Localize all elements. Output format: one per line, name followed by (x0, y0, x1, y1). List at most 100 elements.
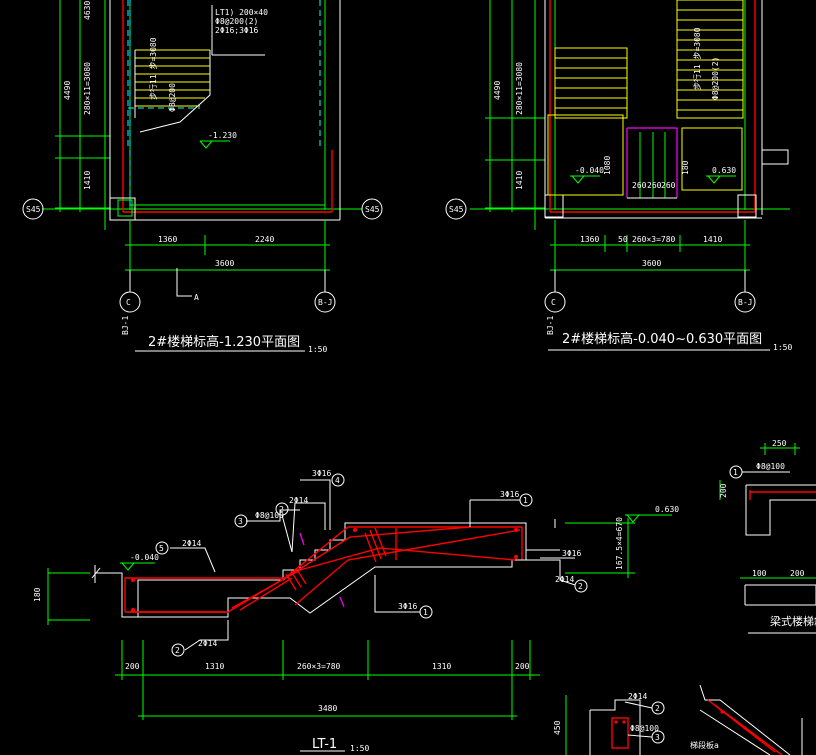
plan2-dim-a: 1360 (580, 235, 599, 244)
detail-dim-bottom2: 200 (790, 569, 805, 578)
plan2-step1: 260 (632, 181, 647, 190)
plan2: 4490 280×11=3080 1410 S45 (445, 0, 792, 352)
plan1-axis-c-bubble (119, 291, 141, 313)
plan2-dim-v3: 1410 (515, 171, 524, 190)
plan2-stair-right: 步行11 步=3080 Φ8@200(2) (676, 0, 744, 119)
plan2-dim-v1: 4490 (493, 81, 502, 100)
plan1-dim-top: 4630 (83, 1, 92, 20)
detail2-label: 梯段板a (690, 740, 719, 750)
section-circle-1a: 1 (523, 496, 528, 505)
section-rebar1: 3Φ16 (500, 490, 519, 499)
detail-dim-side: 200 (719, 483, 728, 498)
plan2-dim-mid: 1080 (603, 156, 612, 175)
section-elev-left: -0.040 (130, 553, 159, 562)
section-circle-1b: 1 (423, 608, 428, 617)
plan1-axis-right-bubble (361, 198, 383, 220)
detail-rebar: Φ8@100 (756, 462, 785, 471)
section-circle-5: 5 (159, 544, 164, 553)
plan1-note2: Φ8@200(2) (215, 17, 258, 26)
plan1-axis-bj-bubble (314, 291, 336, 313)
plan2-axis-c: C (551, 298, 556, 307)
detail2-rebar1: 2Φ14 (628, 692, 647, 701)
plan2-axis-left: S45 (449, 205, 464, 214)
plan2-stair-mid (639, 132, 666, 198)
detail-dim-bottom: 100 (752, 569, 767, 578)
plan1-dim-v1: 4490 (63, 81, 72, 100)
plan1-axis-left-bubble (22, 198, 44, 220)
detail2-rebar2: Φ8@100 (630, 724, 659, 733)
plan1-dim-v3: 1410 (83, 171, 92, 190)
plan1-axis-right: S45 (365, 205, 380, 214)
section-dim-right: 167.5×4=670 (615, 517, 624, 570)
plan1-note3: 2Φ16;3Φ16 (215, 26, 259, 35)
section-circle-2b: 2 (578, 582, 583, 591)
plan1-stair-rebar: Φ8@200 (168, 83, 177, 112)
plan1-axis-bj: B-J (318, 298, 332, 307)
plan2-dim-c: 1410 (703, 235, 722, 244)
plan2-elev2: 0.630 (712, 166, 736, 175)
plan2-step3: 260 (661, 181, 676, 190)
plan2-dim-mid2: 180 (681, 160, 690, 175)
detail-dim-top: 250 (772, 439, 787, 448)
plan2-dim-total: 3600 (642, 259, 661, 268)
section-dim-left: 180 (33, 587, 42, 602)
section-rebar3: Φ8@100 (255, 511, 284, 520)
plan2-stair-rebar: Φ8@200(2) (711, 57, 720, 100)
section-stirrups (285, 527, 397, 591)
plan2-scale: 1:50 (773, 343, 792, 352)
detail-right: 250 1 Φ8@100 200 100 200 梁式楼梯斜板 (719, 439, 816, 634)
plan1-dim-b: 2240 (255, 235, 274, 244)
plan1-bj1: BJ-1 (121, 316, 130, 335)
section-elev-right: 0.630 (655, 505, 679, 514)
plan2-axis-bj: B-J (738, 298, 752, 307)
plan1-dim-total: 3600 (215, 259, 234, 268)
section-dim-b0: 200 (125, 662, 140, 671)
plan2-title: 2#楼梯标高-0.040~0.630平面图 (562, 331, 762, 347)
detail2-circle1: 2 (655, 704, 660, 713)
section-circle-3: 3 (238, 517, 243, 526)
detail2-circle2: 3 (655, 733, 660, 742)
section-lt1: -0.040 0.630 180 167.5×4=670 200 1310 26… (33, 469, 679, 753)
section-rebar7: 2Φ14 (182, 539, 201, 548)
section-dim-b2: 260×3=780 (297, 662, 341, 671)
section-scale: 1:50 (350, 744, 369, 753)
plan2-axis-c-bubble (544, 291, 566, 313)
plan1-axis-left: S45 (26, 205, 41, 214)
plan2-step2: 260 (647, 181, 662, 190)
plan2-elev1: -0.040 (575, 166, 604, 175)
plan1-dim-v2: 280×11=3080 (83, 62, 92, 115)
detail2-dim: 450 (553, 720, 562, 735)
section-title: LT-1 (312, 737, 337, 752)
plan2-axis-left-bubble (445, 198, 467, 220)
plan2-stair-left (554, 47, 628, 119)
plan1-title: 2#楼梯标高-1.230平面图 (148, 334, 300, 350)
section-rebar8: 3Φ16 (398, 602, 417, 611)
detail-circle: 1 (733, 468, 738, 477)
plan1: 4490 280×11=3080 1410 4630 S45 S45 (22, 0, 383, 354)
plan1-elev: -1.230 (208, 131, 237, 140)
section-dim-b3: 1310 (432, 662, 451, 671)
plan1-section-mark: A (194, 293, 199, 302)
plan2-dim-b: 260×3=780 (632, 235, 676, 244)
section-rebar6: 3Φ16 (562, 549, 581, 558)
plan2-dim-d: 50 (618, 235, 628, 244)
detail-title: 梁式楼梯斜板 (770, 614, 816, 628)
plan2-dim-v2: 280×11=3080 (515, 62, 524, 115)
section-circle-2c: 2 (175, 646, 180, 655)
plan1-axis-c: C (126, 298, 131, 307)
section-circle-2a: 2 (279, 505, 284, 514)
section-circle-4: 4 (335, 476, 340, 485)
section-rebar2b: 2Φ14 (198, 639, 217, 648)
section-rebar4: 3Φ16 (312, 469, 331, 478)
plan1-note1: LT1) 200×40 (215, 8, 268, 17)
plan1-stair-note: 步行11 步=3080 (148, 37, 158, 100)
section-rebar5: 2Φ14 (555, 575, 574, 584)
plan2-bj1: BJ-1 (546, 316, 555, 335)
section-rebar2: 2Φ14 (289, 496, 308, 505)
plan1-scale: 1:50 (308, 345, 327, 354)
plan2-axis-bj-bubble (734, 291, 756, 313)
section-dim-b1: 1310 (205, 662, 224, 671)
plan1-stair (134, 49, 211, 133)
plan2-stair-note: 步行11 步=3080 (692, 27, 702, 90)
